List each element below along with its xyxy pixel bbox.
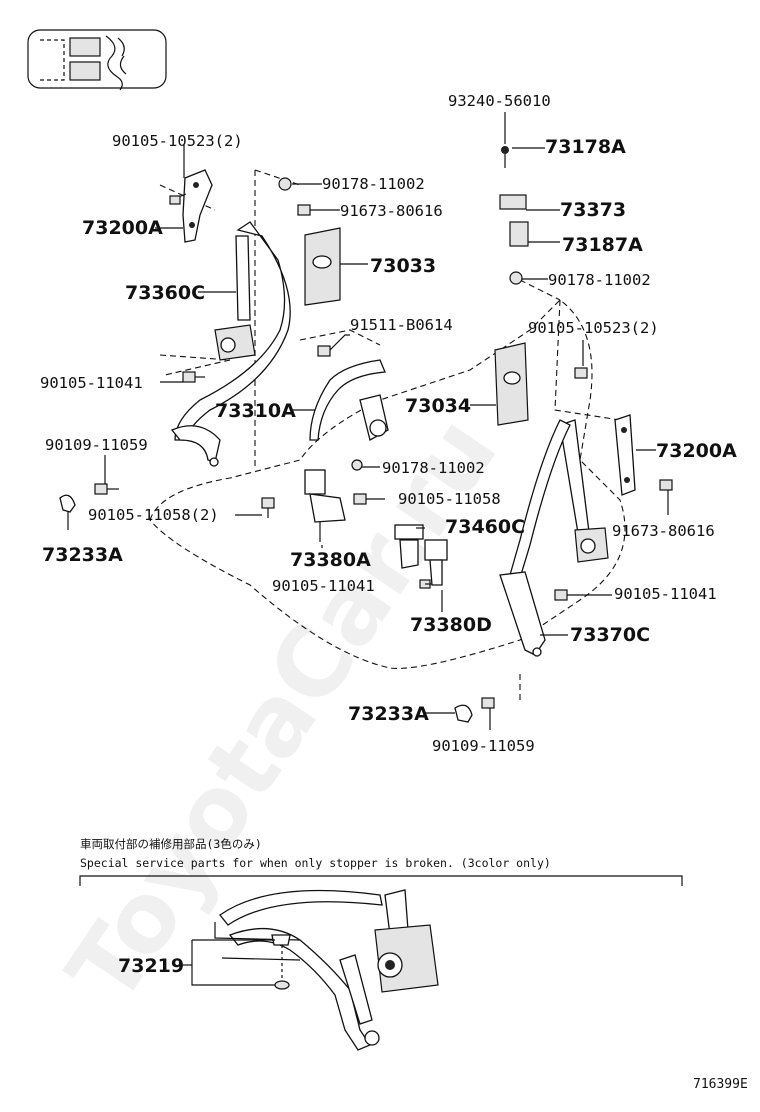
label-90109-11059-b: 90109-11059 bbox=[432, 737, 535, 755]
label-73380A: 73380A bbox=[290, 549, 371, 571]
label-90105-11058: 90105-11058 bbox=[398, 490, 501, 508]
pillar-trim-73034 bbox=[494, 342, 529, 426]
label-73033: 73033 bbox=[370, 255, 436, 277]
label-73219: 73219 bbox=[118, 955, 184, 977]
center-top-fasteners bbox=[278, 146, 529, 357]
left-belt-assembly bbox=[170, 221, 291, 467]
label-73200A-left: 73200A bbox=[82, 217, 163, 239]
label-93240-56010: 93240-56010 bbox=[448, 92, 551, 110]
label-90105-11041-a: 90105-11041 bbox=[40, 374, 143, 392]
pillar-trim-73033 bbox=[304, 227, 341, 306]
label-90105-11058-2: 90105-11058(2) bbox=[88, 506, 219, 524]
label-90178-11002-c: 90178-11002 bbox=[382, 459, 485, 477]
left-anchor-bracket bbox=[169, 169, 213, 243]
special-service-section: 車両取付部の補修用部品(3色のみ) Special service parts … bbox=[79, 837, 683, 1051]
right-belt-assembly bbox=[499, 419, 609, 657]
label-73460C: 73460C bbox=[445, 516, 525, 538]
note-japanese: 車両取付部の補修用部品(3色のみ) bbox=[80, 837, 262, 851]
label-90105-10523-2-right: 90105-10523(2) bbox=[528, 319, 659, 337]
label-73178A: 73178A bbox=[545, 136, 626, 158]
label-90178-11002-b: 90178-11002 bbox=[548, 271, 651, 289]
label-90105-10523-2-left: 90105-10523(2) bbox=[112, 132, 243, 150]
label-91673-80616-b: 91673-80616 bbox=[612, 522, 715, 540]
label-73373: 73373 bbox=[560, 199, 626, 221]
label-91511-B0614: 91511-B0614 bbox=[350, 316, 453, 334]
label-73187A: 73187A bbox=[562, 234, 643, 256]
label-90178-11002-a: 90178-11002 bbox=[322, 175, 425, 193]
label-91673-80616-a: 91673-80616 bbox=[340, 202, 443, 220]
label-90105-11041-b: 90105-11041 bbox=[272, 577, 375, 595]
center-fasteners bbox=[353, 493, 367, 505]
note-english: Special service parts for when only stop… bbox=[80, 856, 551, 870]
floor-outline bbox=[149, 299, 626, 669]
diagram-id: 716399E bbox=[693, 1077, 748, 1092]
label-90109-11059-a: 90109-11059 bbox=[45, 436, 148, 454]
label-73200A-right: 73200A bbox=[656, 440, 737, 462]
vehicle-locator-icon bbox=[27, 29, 167, 91]
label-73360C: 73360C bbox=[125, 282, 205, 304]
leader-lines bbox=[67, 112, 669, 730]
part-labels: 93240-56010 73178A 90105-10523(2) 90178-… bbox=[40, 92, 737, 755]
label-90105-11041-c: 90105-11041 bbox=[614, 585, 717, 603]
label-73310A: 73310A bbox=[215, 400, 296, 422]
left-fasteners bbox=[59, 371, 275, 518]
label-73380D: 73380D bbox=[410, 614, 492, 636]
label-73233A-a: 73233A bbox=[42, 544, 123, 566]
right-anchor-bracket bbox=[454, 367, 673, 723]
label-73034: 73034 bbox=[405, 395, 471, 417]
center-belt-assembly bbox=[309, 359, 389, 471]
label-73370C: 73370C bbox=[570, 624, 650, 646]
buckle-73380A bbox=[304, 469, 346, 542]
label-73233A-b: 73233A bbox=[348, 703, 429, 725]
